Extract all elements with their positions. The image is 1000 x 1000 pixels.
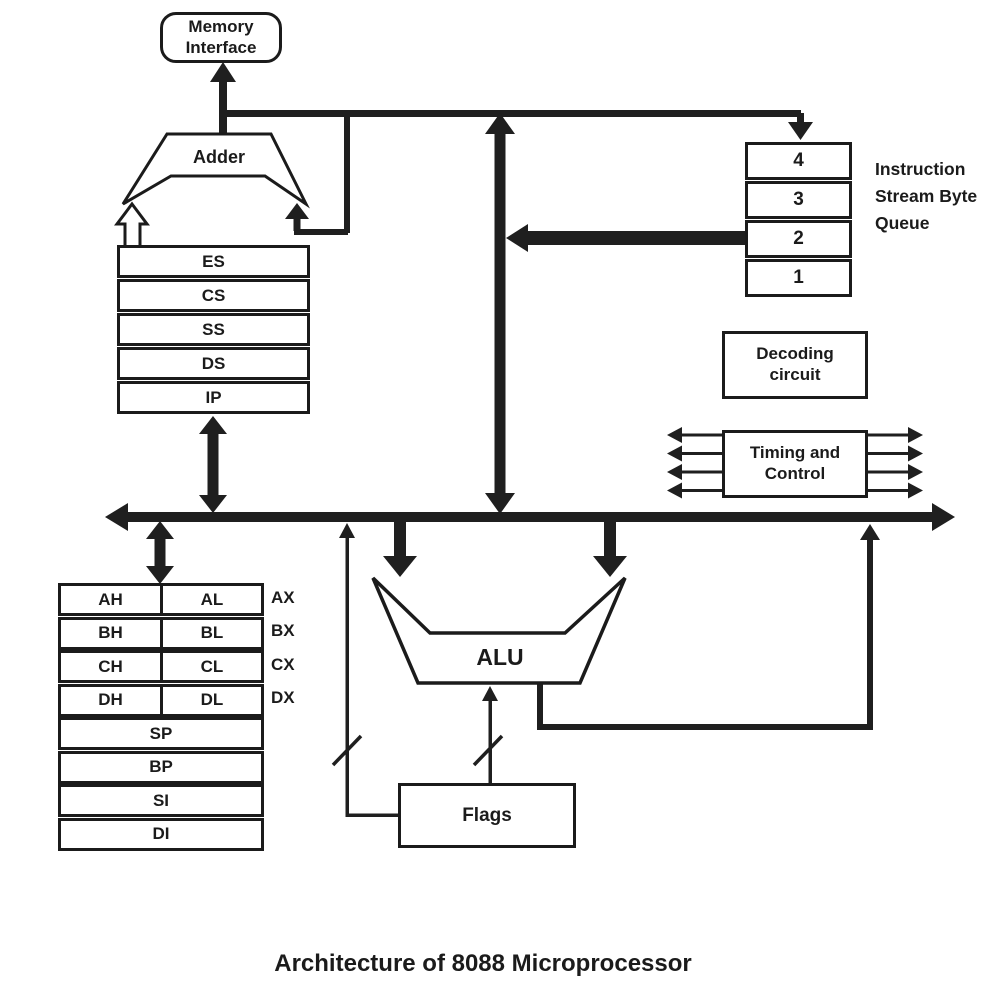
register-bl: BL (200, 623, 224, 642)
memory-interface-box: Memory Interface (160, 12, 282, 63)
register-pair-label-bx: BX (271, 621, 295, 640)
register-row-cx: CH CL (58, 650, 264, 683)
register-pair-label-dx: DX (271, 688, 295, 707)
register-pair-label-ax: AX (271, 588, 295, 607)
register-al: AL (200, 589, 224, 609)
alu-label: ALU (476, 644, 524, 670)
flags-box: Flags (398, 783, 576, 848)
queue-cell-4: 4 (745, 142, 852, 180)
register-di: DI (58, 817, 264, 851)
adder-to-memory-arrow (210, 62, 236, 138)
register-dh: DH (61, 686, 163, 714)
register-si: SI (58, 784, 264, 817)
bus-to-alu-left-arrow (383, 522, 417, 577)
register-bh: BH (61, 619, 163, 647)
queue-cell-3: 3 (745, 181, 852, 219)
instruction-queue-caption: Instruction Stream Byte Queue (875, 159, 978, 233)
segment-register-ds: DS (117, 347, 310, 380)
ip-bus-arrow (199, 416, 227, 513)
timing-control-signal-arrows (667, 427, 923, 499)
segment-to-adder-arrow (114, 201, 150, 249)
register-dl: DL (200, 690, 224, 709)
top-bus-line (220, 110, 801, 117)
diagram-title: Architecture of 8088 Microprocessor (274, 950, 692, 977)
decoding-circuit-box: Decoding circuit (722, 331, 868, 399)
register-row-ax: AH AL (58, 583, 264, 616)
register-sp: SP (58, 717, 264, 750)
segment-register-ip: IP (117, 381, 310, 414)
register-pair-label-cx: CX (271, 655, 295, 674)
flags-to-bus-line (339, 523, 398, 817)
segment-register-stack: ES CS SS DS IP (117, 245, 310, 415)
register-row-dx: DH DL (58, 683, 264, 717)
alu-output-to-bus (537, 524, 880, 730)
queue-cell-1: 1 (745, 259, 852, 297)
central-bus-arrow (485, 113, 515, 514)
bus-to-adder-arrow (285, 113, 350, 235)
bus-width-ticks (331, 734, 504, 767)
register-row-bx: BH BL (58, 616, 264, 650)
register-ch: CH (61, 653, 163, 680)
register-ah: AH (61, 586, 163, 613)
bus-to-alu-right-arrow (593, 522, 627, 577)
flags-to-alu-arrow (482, 686, 498, 783)
general-register-file: AH AL BH BL CH CL DH DL SP BP SI DI (58, 583, 264, 851)
timing-control-box: Timing and Control (722, 430, 868, 498)
adder-shape (121, 132, 310, 209)
bus-to-queue-arrow (788, 113, 813, 140)
main-bus (105, 503, 955, 531)
instruction-queue-stack: 4 3 2 1 (745, 142, 852, 298)
bus-to-registers-arrow (146, 521, 174, 584)
segment-register-es: ES (117, 245, 310, 278)
segment-register-ss: SS (117, 313, 310, 346)
segment-register-cs: CS (117, 279, 310, 312)
adder-label: Adder (192, 147, 245, 167)
queue-cell-2: 2 (745, 220, 852, 258)
register-bp: BP (58, 750, 264, 784)
register-cl: CL (200, 656, 224, 676)
queue-to-bus-arrow (506, 224, 745, 252)
alu-shape (371, 576, 627, 685)
